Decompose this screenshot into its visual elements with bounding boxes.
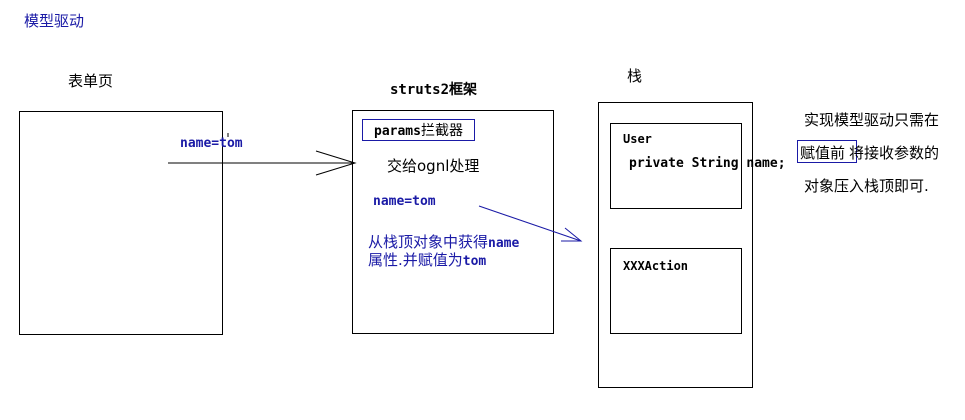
- param-to-stack-arrow: [478, 205, 583, 242]
- framework-label: struts2框架: [390, 82, 478, 98]
- interceptor-label: params拦截器: [374, 120, 463, 140]
- user-class-text: User: [623, 132, 652, 146]
- user-field-text: private String name;: [629, 156, 786, 171]
- form-to-framework-arrow: [168, 133, 357, 176]
- explanation-highlight: 赋值前: [800, 144, 846, 162]
- explanation-line1: 实现模型驱动只需在: [804, 111, 940, 129]
- handoff-text: 交给ognl处理: [387, 157, 480, 175]
- interceptor-box: [362, 119, 475, 141]
- explanation-line2: 赋值前将接收参数的: [800, 142, 939, 163]
- stack-label: 栈: [627, 67, 643, 85]
- form-field-text: name=tom: [180, 136, 243, 151]
- form-page-box: [19, 111, 223, 335]
- framework-note-line2: 属性.并赋值为tom: [368, 251, 487, 270]
- explanation-line3: 对象压入栈顶即可.: [804, 177, 929, 195]
- framework-note-line1: 从栈顶对象中获得name: [368, 233, 520, 252]
- framework-box: [352, 110, 554, 334]
- stack-user-box: [610, 123, 742, 209]
- interceptor-suffix: 拦截器: [420, 123, 463, 139]
- framework-param-text: name=tom: [373, 194, 436, 209]
- form-page-label: 表单页: [68, 72, 114, 90]
- diagram-title: 模型驱动: [24, 12, 85, 30]
- framework-note: 从栈顶对象中获得name 属性.并赋值为tom: [368, 234, 519, 270]
- explanation-line2-rest: 将接收参数的: [849, 144, 940, 162]
- interceptor-prefix: params: [374, 124, 421, 139]
- action-class-text: XXXAction: [623, 259, 689, 273]
- stack-action-box: [610, 248, 742, 334]
